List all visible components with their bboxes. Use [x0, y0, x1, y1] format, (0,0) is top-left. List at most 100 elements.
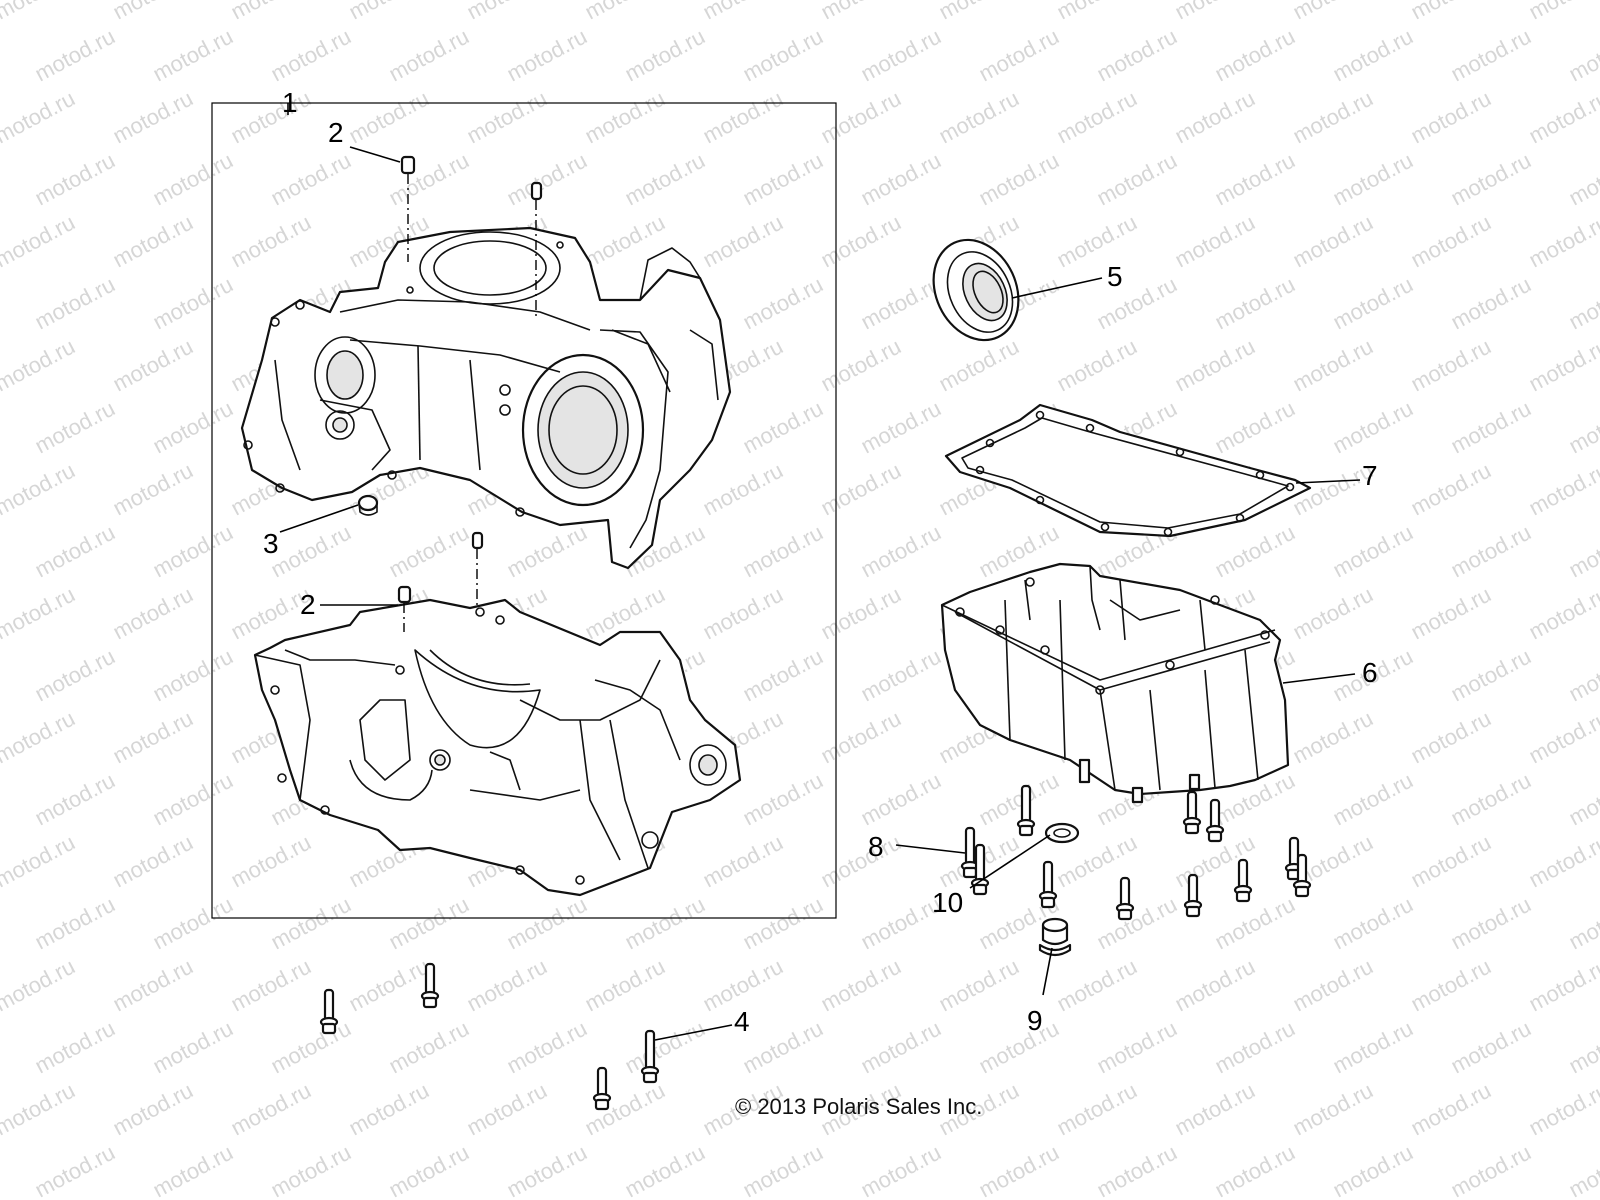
washer-part-10: [1044, 822, 1080, 844]
watermark-text: motod.ru: [1565, 892, 1600, 955]
watermark-text: motod.ru: [109, 954, 197, 1017]
watermark-text: motod.ru: [817, 86, 905, 149]
watermark-text: motod.ru: [1211, 892, 1299, 955]
watermark-text: motod.ru: [857, 1016, 945, 1079]
watermark-text: motod.ru: [1407, 334, 1495, 397]
watermark-text: motod.ru: [857, 148, 945, 211]
watermark-text: motod.ru: [1407, 830, 1495, 893]
dowel-pin-top-right: [530, 181, 543, 201]
callout-labels: 1 2 2 3 4 5 6 7 8 9 10: [263, 87, 1378, 1037]
watermark-text: motod.ru: [621, 148, 709, 211]
watermark-text: motod.ru: [817, 830, 905, 893]
watermark-text: motod.ru: [1407, 458, 1495, 521]
watermark-text: motod.ru: [31, 1016, 119, 1079]
plug-part-3: [357, 494, 379, 516]
watermark-text: motod.ru: [739, 520, 827, 583]
watermark-text: motod.ru: [503, 520, 591, 583]
watermark-text: motod.ru: [0, 396, 1, 459]
callout-8: 8: [868, 831, 884, 862]
watermark-text: motod.ru: [149, 396, 237, 459]
callout-6: 6: [1362, 657, 1378, 688]
watermark-text: motod.ru: [1565, 644, 1600, 707]
watermark-text: motod.ru: [739, 644, 827, 707]
watermark-text: motod.ru: [1407, 0, 1495, 24]
watermark-text: motod.ru: [1447, 148, 1535, 211]
watermark-text: motod.ru: [1525, 830, 1600, 893]
callout-2-lower: 2: [300, 589, 316, 620]
watermark-text: motod.ru: [227, 86, 315, 149]
watermark-text: motod.ru: [31, 1140, 119, 1200]
watermark-text: motod.ru: [0, 86, 79, 149]
watermark-text: motod.ru: [345, 0, 433, 24]
watermark-text: motod.ru: [1565, 1140, 1600, 1200]
watermark-text: motod.ru: [1447, 520, 1535, 583]
watermark-text: motod.ru: [1525, 86, 1600, 149]
watermark-text: motod.ru: [1525, 458, 1600, 521]
watermark-text: motod.ru: [1329, 1140, 1417, 1200]
watermark-text: motod.ru: [503, 1016, 591, 1079]
watermark-text: motod.ru: [1329, 520, 1417, 583]
watermark-text: motod.ru: [1211, 272, 1299, 335]
watermark-text: motod.ru: [0, 210, 79, 273]
watermark-text: motod.ru: [149, 1140, 237, 1200]
watermark-text: motod.ru: [149, 892, 237, 955]
watermark-text: motod.ru: [1407, 582, 1495, 645]
watermark-text: motod.ru: [1093, 272, 1181, 335]
watermark-text: motod.ru: [739, 1140, 827, 1200]
watermark-text: motod.ru: [699, 458, 787, 521]
watermark-text: motod.ru: [1525, 0, 1600, 24]
bolts-part-8: [960, 784, 1312, 921]
watermark-text: motod.ru: [975, 148, 1063, 211]
watermark-text: motod.ru: [345, 1078, 433, 1141]
watermark-text: motod.ru: [935, 86, 1023, 149]
watermark-text: motod.ru: [621, 892, 709, 955]
watermark-text: motod.ru: [1093, 1140, 1181, 1200]
watermark-text: motod.ru: [31, 768, 119, 831]
watermark-text: motod.ru: [1093, 1016, 1181, 1079]
watermark-text: motod.ru: [385, 1016, 473, 1079]
watermark-text: motod.ru: [109, 1078, 197, 1141]
callout-1: 1: [282, 87, 298, 118]
bolt: [1016, 784, 1036, 837]
watermark-text: motod.ru: [1329, 148, 1417, 211]
watermark-text: motod.ru: [857, 272, 945, 335]
watermark-text: motod.ru: [1053, 210, 1141, 273]
oil-pan-bolt-stubs: [1078, 758, 1201, 804]
watermark-text: motod.ru: [581, 210, 669, 273]
watermark-text: motod.ru: [267, 892, 355, 955]
watermark-text: motod.ru: [739, 272, 827, 335]
watermark-text: motod.ru: [739, 1016, 827, 1079]
watermark-text: motod.ru: [0, 892, 1, 955]
gasket-part-7: [944, 403, 1312, 538]
watermark-text: motod.ru: [385, 148, 473, 211]
watermark-text: motod.ru: [1447, 24, 1535, 87]
watermark-text: motod.ru: [581, 86, 669, 149]
copyright-text: © 2013 Polaris Sales Inc.: [735, 1094, 982, 1119]
watermark-text: motod.ru: [1053, 334, 1141, 397]
watermark-text: motod.ru: [857, 644, 945, 707]
watermark-text: motod.ru: [0, 520, 1, 583]
watermark-text: motod.ru: [267, 24, 355, 87]
bolt: [319, 988, 339, 1035]
watermark-text: motod.ru: [109, 706, 197, 769]
bolt: [1182, 790, 1202, 835]
watermark-text: motod.ru: [1447, 768, 1535, 831]
watermark-text: motod.ru: [31, 644, 119, 707]
watermark-text: motod.ru: [385, 1140, 473, 1200]
watermark-text: motod.ru: [817, 954, 905, 1017]
watermark-text: motod.ru: [1407, 86, 1495, 149]
bolt: [1205, 798, 1225, 843]
oil-pan-part-6: [940, 562, 1290, 796]
watermark-text: motod.ru: [1525, 334, 1600, 397]
watermark-text: motod.ru: [1565, 396, 1600, 459]
watermark-text: motod.ru: [463, 954, 551, 1017]
watermark-text: motod.ru: [857, 1140, 945, 1200]
watermark-text: motod.ru: [699, 0, 787, 24]
bolt: [1292, 853, 1312, 898]
watermark-text: motod.ru: [267, 1016, 355, 1079]
watermark-text: motod.ru: [1171, 210, 1259, 273]
watermark-text: motod.ru: [149, 1016, 237, 1079]
watermark-text: motod.ru: [227, 1078, 315, 1141]
watermark-text: motod.ru: [817, 582, 905, 645]
watermark-text: motod.ru: [31, 892, 119, 955]
